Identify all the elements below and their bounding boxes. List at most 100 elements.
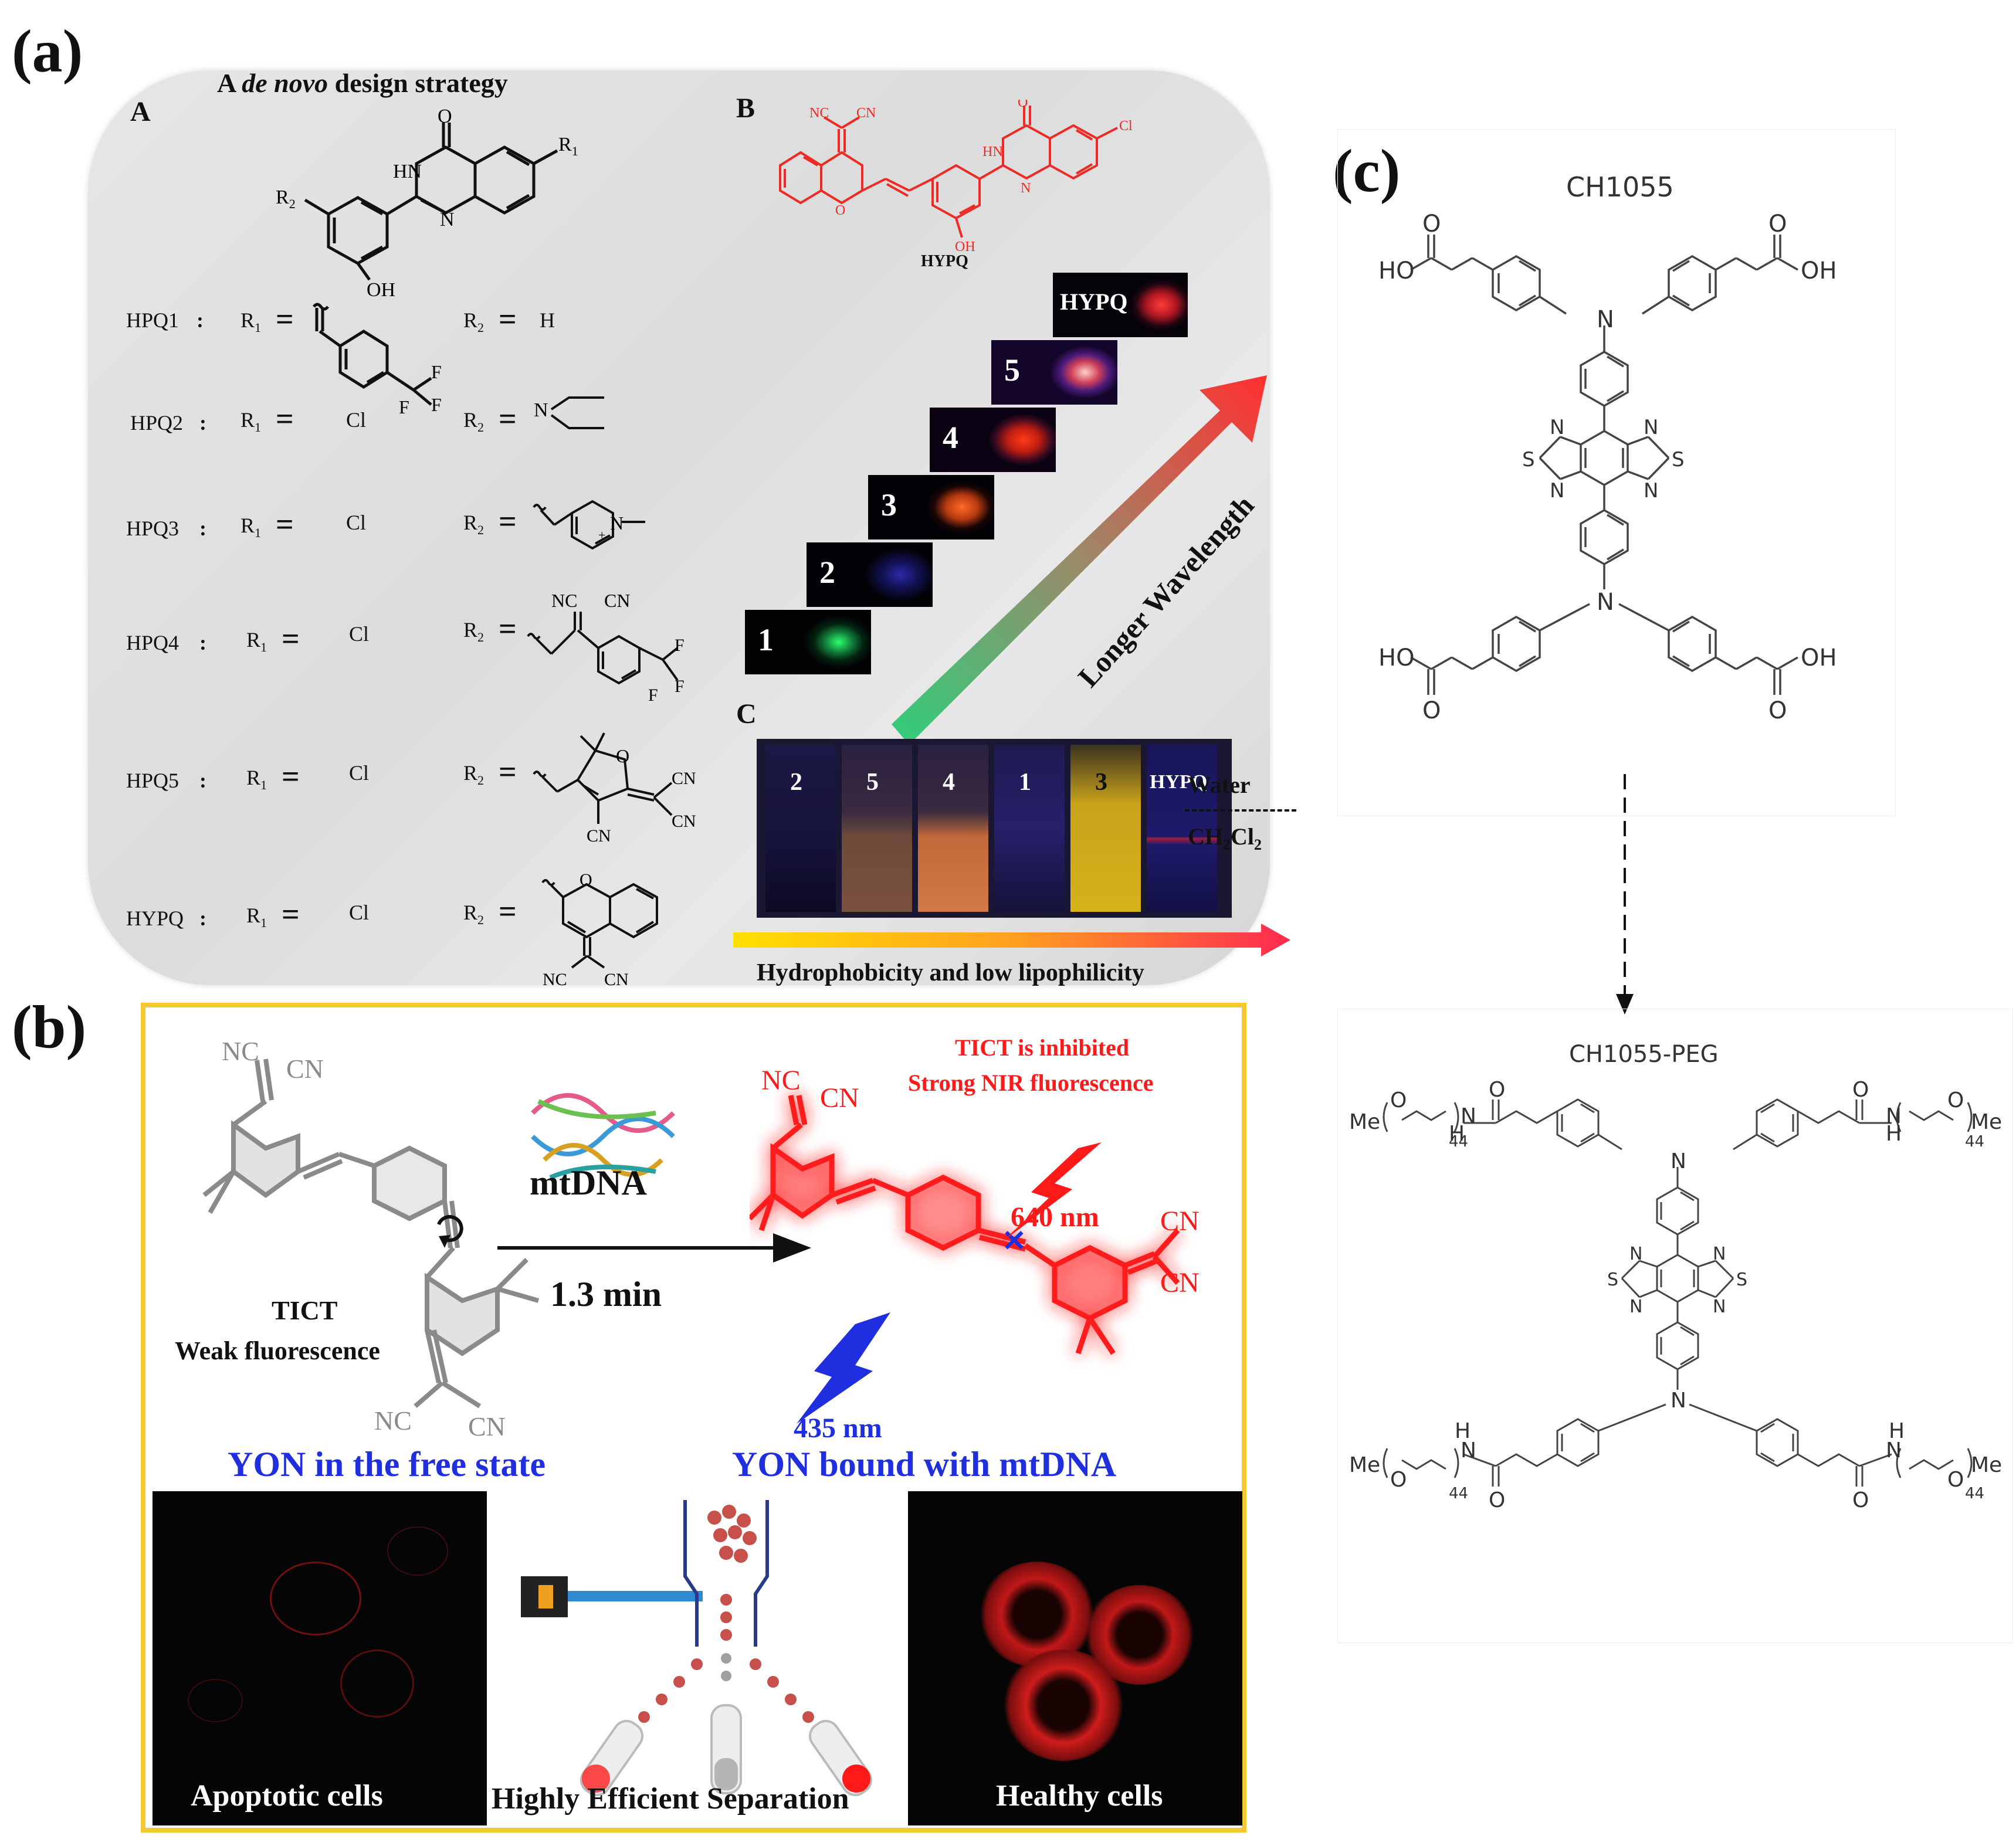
hpq4-f-1: F: [675, 636, 685, 655]
free-nc-bottom: NC: [374, 1406, 412, 1436]
free-cn-bottom: CN: [468, 1411, 506, 1441]
stair-photo-hypq: HYPQ: [1053, 273, 1188, 337]
core-hn-atom: HN: [393, 161, 422, 182]
r1-letter: R: [246, 766, 261, 789]
peg-me-3: Me: [1349, 1453, 1380, 1477]
row-equals-4: =: [282, 621, 300, 656]
row-r1-label-5: R1: [246, 765, 267, 793]
reaction-arrow: [497, 1233, 811, 1263]
hpq2-r2-structure: N: [534, 396, 604, 429]
bound-cn-right-2: CN: [1160, 1267, 1200, 1298]
tict-label: TICT: [272, 1295, 338, 1325]
stair-photo-5: 5: [991, 340, 1117, 405]
solvent-sub-1: 2: [1223, 836, 1231, 853]
row-r2-equals-3: =: [499, 504, 517, 539]
stair-label-2: 2: [819, 555, 835, 590]
ch1055-structure: O HO O OH N N N N N S S N HO O OH O: [1378, 211, 1837, 724]
yon-bound-molecule: NC CN CN CN ✕: [750, 1065, 1200, 1355]
row-equals-2: =: [276, 401, 294, 436]
stair-label-4: 4: [943, 420, 958, 455]
c-n-5: N: [1644, 479, 1658, 503]
vial-4: 4: [918, 745, 988, 912]
water-label: Water: [1188, 772, 1251, 798]
peg-n-4: 44: [1965, 1485, 1984, 1502]
row-r2-label-2: R2: [463, 408, 484, 435]
r2-sub: 2: [477, 420, 484, 435]
peg-o-2: O: [1947, 1088, 1964, 1112]
title-italic: de novo: [242, 68, 328, 98]
r2-letter: R: [463, 618, 478, 642]
peg-n-3: 44: [1449, 1485, 1468, 1502]
peg-me-2: Me: [1971, 1110, 2002, 1134]
row-colon-1: :: [196, 308, 204, 332]
stair-label-5: 5: [1004, 352, 1020, 388]
r2-letter: R: [463, 408, 478, 432]
hypq-nc: NC: [543, 970, 567, 989]
row-r2-equals-2: =: [499, 401, 517, 436]
peg-me-4: Me: [1971, 1453, 2002, 1477]
row-equals-5: =: [282, 759, 300, 794]
hypq-label: HYPQ: [921, 252, 968, 270]
c-n-4: N: [1644, 416, 1658, 439]
apoptotic-cells-image: Apoptotic cells: [153, 1491, 487, 1825]
hpq3-r1-value: Cl: [346, 511, 367, 534]
hypq-oh-red: OH: [955, 239, 975, 254]
separation-label: Highly Efficient Separation: [492, 1782, 849, 1816]
hpq4-nc: NC: [551, 590, 577, 611]
peg-btd-n-4: N: [1713, 1297, 1726, 1317]
c-ho-2: HO: [1378, 644, 1415, 671]
hpq2-n-atom: N: [534, 399, 548, 421]
hpq2-r1-value: Cl: [346, 408, 367, 432]
hpq4-f-3: F: [648, 686, 658, 705]
r2-letter: R: [463, 901, 478, 924]
hpq1-f-atom-3: F: [399, 396, 409, 418]
hypq-cn-red: CN: [856, 106, 876, 121]
r1-letter: R: [240, 514, 255, 537]
core-r2-sub: 2: [289, 196, 296, 211]
r2-letter: R: [463, 511, 478, 534]
separation-graphic: [521, 1500, 872, 1797]
c-n-2: N: [1550, 416, 1564, 439]
peg-h-1: H: [1449, 1122, 1465, 1146]
peg-btd-s-1: S: [1607, 1270, 1618, 1290]
row-r1-label-4: R1: [246, 627, 267, 655]
row-r2-equals-1: =: [499, 301, 517, 337]
row-name-hpq2: HPQ2: [130, 411, 184, 435]
mtdna-label: mtDNA: [530, 1163, 647, 1202]
row-colon-6: :: [199, 907, 206, 930]
strong-nir-label: Strong NIR fluorescence: [908, 1070, 1154, 1096]
vials-photo: 2 5 4 1 3 HYPQ: [757, 739, 1232, 918]
core-r1-sub: 1: [572, 144, 578, 158]
ch1055-peg-frame: [1337, 1009, 2013, 1643]
core-n-atom: N: [440, 209, 455, 230]
r1-sub: 1: [260, 915, 267, 931]
r1-sub: 1: [255, 525, 262, 541]
c-s-1: S: [1522, 448, 1535, 471]
hypq-cn: CN: [604, 970, 629, 989]
peg-me-1: Me: [1349, 1110, 1380, 1134]
red-lightning-icon: [1002, 1142, 1102, 1242]
hypq-cl-red: Cl: [1119, 118, 1133, 134]
hypq-o-atom: O: [580, 870, 592, 890]
hypq-nc-red: NC: [809, 106, 829, 121]
hpq5-o-atom: O: [616, 745, 629, 766]
row-equals-6: =: [282, 897, 300, 932]
r2-sub: 2: [477, 630, 484, 645]
peg-n-amide-3: N: [1461, 1438, 1476, 1462]
hypq-r2-structure: O NC CN: [541, 870, 658, 989]
hpq1-r2-value: H: [540, 308, 555, 332]
free-state-label: YON in the free state: [228, 1445, 546, 1484]
row-r2-label-1: R2: [463, 308, 484, 335]
hpq5-r2-structure: O CN CN CN: [533, 732, 696, 846]
r1-sub: 1: [260, 778, 267, 793]
peg-o-3: O: [1390, 1468, 1407, 1492]
blue-lightning-icon: [797, 1312, 890, 1424]
peg-n-amide-4: N: [1886, 1438, 1902, 1462]
ch1055-peg-structure: Me O 44 N H O Me O 44 N H O N N N N N S …: [1349, 1078, 2002, 1512]
row-r2-equals-6: =: [499, 894, 517, 929]
core-r1-atom: R1: [558, 134, 578, 158]
hpq1-r1-structure: F F F: [313, 303, 442, 418]
peg-h-2: H: [1886, 1122, 1902, 1146]
row-equals-3: =: [276, 507, 294, 542]
peg-co-4: O: [1852, 1488, 1869, 1512]
